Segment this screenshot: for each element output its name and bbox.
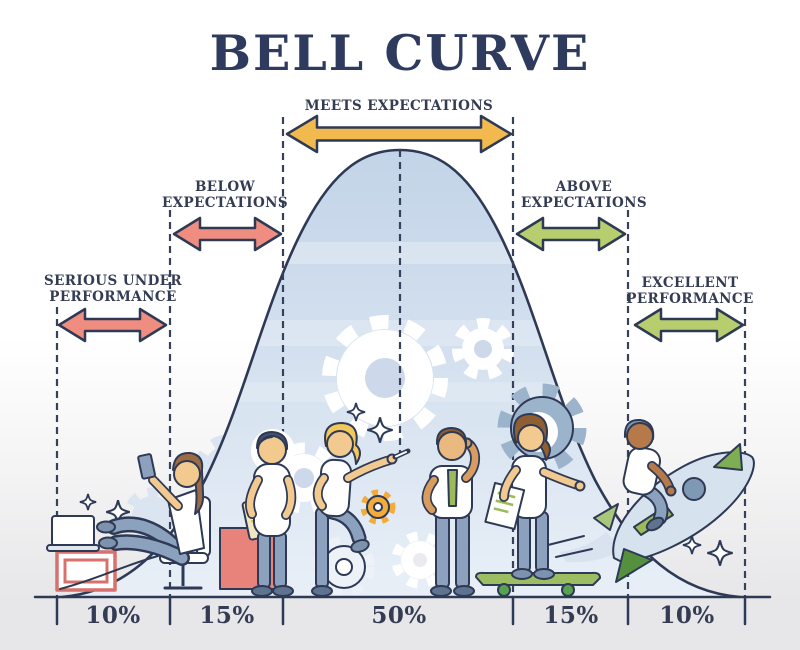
shoe bbox=[430, 585, 452, 597]
percent-label: 10% bbox=[659, 602, 714, 629]
shoe bbox=[311, 585, 333, 597]
rocket-window bbox=[682, 477, 706, 501]
gear-icon-orange bbox=[360, 489, 396, 525]
person-riding-rocket bbox=[547, 418, 755, 583]
head bbox=[173, 460, 201, 488]
percent-label: 15% bbox=[199, 602, 254, 629]
skateboard-wheel bbox=[561, 583, 575, 597]
shoe bbox=[511, 568, 533, 580]
head bbox=[326, 430, 354, 458]
phone-icon bbox=[137, 453, 156, 480]
leg bbox=[257, 531, 271, 589]
percent-label: 50% bbox=[371, 602, 426, 629]
leg bbox=[535, 511, 549, 573]
shoe bbox=[98, 536, 118, 550]
sparkle-icon bbox=[706, 539, 734, 567]
cable bbox=[59, 555, 159, 590]
desk-panel bbox=[63, 558, 109, 584]
sparkle-icon bbox=[79, 492, 97, 512]
hand bbox=[665, 485, 677, 497]
leg bbox=[435, 511, 450, 589]
arrow-below-expectations-icon bbox=[172, 216, 283, 252]
leg bbox=[517, 511, 531, 573]
shoe bbox=[533, 568, 555, 580]
head bbox=[517, 424, 545, 452]
label-below-expectations-1: BELOW bbox=[195, 179, 256, 195]
shoe bbox=[350, 539, 370, 553]
label-meets-expectations: MEETS EXPECTATIONS bbox=[305, 98, 493, 114]
rocket-fin-top bbox=[713, 443, 743, 471]
label-below-expectations-2: EXPECTATIONS bbox=[162, 195, 288, 211]
label-above-expectations-1: ABOVE bbox=[555, 179, 612, 195]
person-on-skateboard bbox=[475, 413, 601, 597]
hand bbox=[574, 480, 586, 492]
rocket-icon bbox=[612, 451, 755, 563]
hair-front bbox=[257, 436, 273, 447]
label-above-expectations-2: EXPECTATIONS bbox=[521, 195, 647, 211]
shoe bbox=[453, 585, 475, 597]
percent-label: 15% bbox=[543, 602, 598, 629]
rocket-fin-left bbox=[593, 503, 619, 531]
laptop-base bbox=[46, 544, 100, 552]
arrow-meets-expectations-icon bbox=[285, 114, 513, 154]
label-excellent-2: PERFORMANCE bbox=[626, 291, 753, 307]
gear-icon bbox=[452, 318, 514, 380]
laptop-icon bbox=[51, 515, 95, 547]
percent-label: 10% bbox=[85, 602, 140, 629]
exhaust-cloud bbox=[560, 532, 622, 563]
leg bbox=[315, 507, 329, 589]
gear-icon bbox=[322, 315, 448, 441]
shoe bbox=[645, 516, 665, 532]
head bbox=[257, 435, 287, 465]
arrow-excellent-icon bbox=[633, 307, 745, 343]
arrow-above-expectations-icon bbox=[515, 216, 627, 252]
page-title: BELL CURVE bbox=[210, 24, 591, 82]
leg bbox=[455, 511, 470, 589]
leg bbox=[273, 531, 287, 589]
label-serious-under-2: PERFORMANCE bbox=[49, 289, 176, 305]
x-axis: 10% 15% 50% 15% 10% bbox=[33, 595, 772, 629]
shoe bbox=[272, 585, 294, 597]
head bbox=[437, 431, 467, 461]
floor-band bbox=[0, 597, 800, 650]
shoe bbox=[96, 520, 116, 534]
torso bbox=[253, 463, 291, 537]
person-with-clipboard bbox=[219, 429, 297, 597]
shoe bbox=[251, 585, 273, 597]
person-relaxing-with-phone bbox=[46, 451, 211, 592]
head bbox=[626, 422, 654, 450]
arrow-serious-under-icon bbox=[57, 307, 168, 343]
label-excellent-1: EXCELLENT bbox=[642, 275, 739, 291]
label-serious-under-1: SERIOUS UNDER bbox=[44, 273, 182, 289]
rocket-fin-bottom bbox=[615, 548, 653, 583]
person-pointing-with-pen bbox=[311, 402, 411, 597]
skateboard-wheel bbox=[497, 583, 511, 597]
tie-icon bbox=[447, 469, 458, 507]
